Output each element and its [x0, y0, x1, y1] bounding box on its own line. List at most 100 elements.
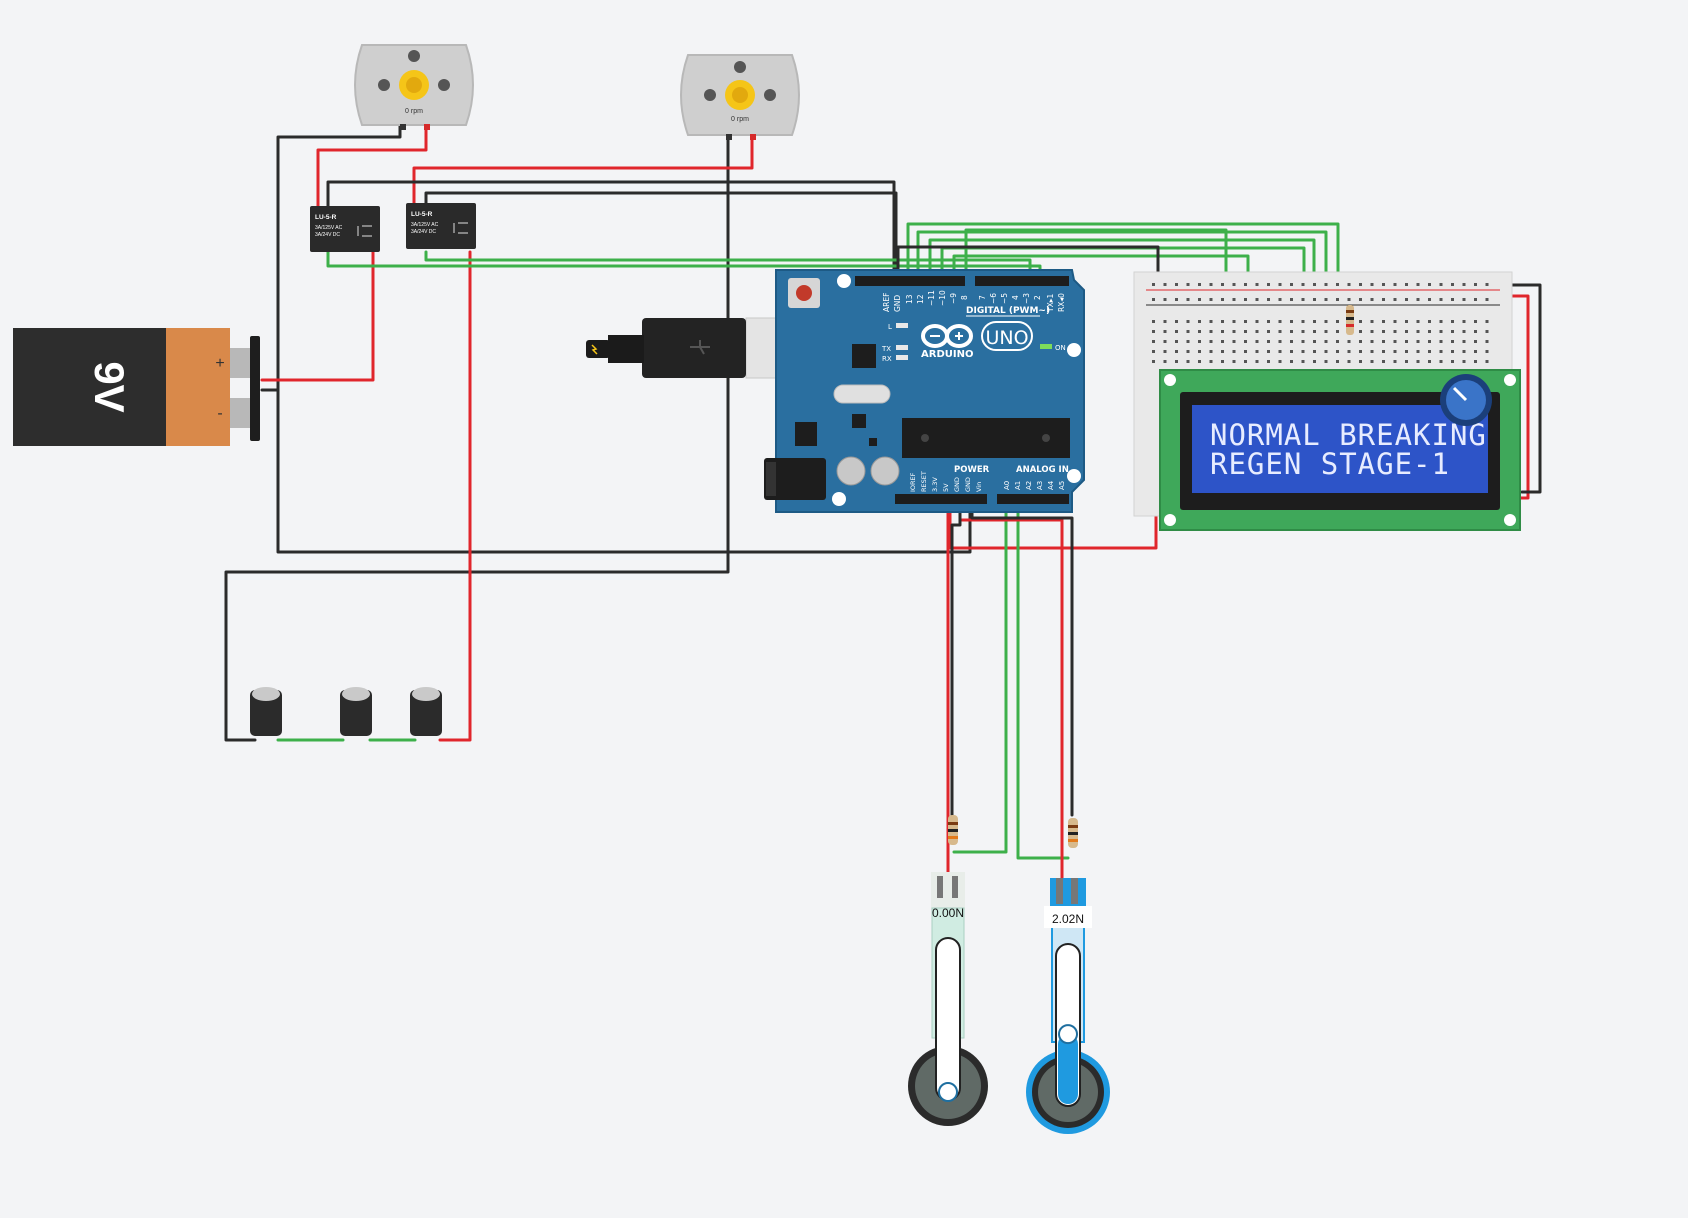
capacitor-2[interactable] [340, 687, 372, 736]
battery-9v[interactable]: 9V + - [13, 328, 260, 446]
breadboard-hole [1313, 283, 1316, 286]
wire-bb-right-black[interactable] [1488, 283, 1542, 494]
breadboard-hole [1336, 360, 1339, 363]
pin-label: ~11 [927, 290, 936, 306]
breadboard-hole [1428, 298, 1431, 301]
breadboard-hole [1485, 330, 1489, 333]
force-reading: 2.02N [1052, 912, 1084, 926]
uno-badge [981, 321, 1033, 351]
wire-relay1-gnd[interactable] [326, 180, 896, 282]
breadboard-hole [1255, 340, 1259, 343]
breadboard-hole [1370, 330, 1374, 333]
lcd-screen [1192, 405, 1488, 493]
capacitor-3[interactable] [410, 687, 442, 736]
motor-2[interactable]: 0 rpm [680, 54, 800, 140]
battery-label: 9V [86, 361, 133, 412]
pin-label: RESET [920, 471, 928, 492]
breadboard-hole [1244, 283, 1247, 286]
breadboard-hole [1462, 360, 1466, 363]
pin-label: 7 [978, 295, 987, 300]
pin-label: GND [953, 477, 961, 492]
breadboard-hole [1301, 350, 1305, 353]
breadboard-hole [1175, 330, 1178, 333]
wire-a1-sensor2[interactable] [1016, 498, 1070, 860]
breadboard-hole [1301, 283, 1305, 286]
breadboard-hole [1175, 340, 1178, 343]
led-on [1040, 344, 1052, 349]
pin-label: 13 [905, 294, 914, 304]
reset-button[interactable] [788, 278, 820, 308]
power-jack[interactable] [764, 458, 826, 500]
arduino-infinity-icon [921, 324, 973, 348]
force-sensor-2[interactable]: 2.02N [1026, 878, 1110, 1134]
breadboard-hole [1359, 350, 1362, 353]
breadboard-hole [1186, 340, 1190, 343]
wire-relay1-battery[interactable] [260, 250, 375, 382]
relay-2[interactable]: LU-5-R 3A/125V AC 3A/24V DC [406, 203, 476, 249]
breadboard-hole [1382, 298, 1385, 301]
breadboard-hole [1278, 350, 1282, 353]
force-reading: 0.00N [932, 906, 964, 920]
pin-label: 4 [1011, 295, 1020, 300]
breadboard-hole [1485, 350, 1489, 353]
force-slider-handle[interactable] [938, 1082, 958, 1102]
breadboard-hole [1428, 340, 1431, 343]
pin-label: GND [964, 477, 972, 492]
force-sensor-1[interactable]: 0.00N [908, 872, 988, 1126]
breadboard-hole [1313, 330, 1316, 333]
breadboard-hole [1152, 330, 1155, 333]
breadboard-hole [1474, 360, 1477, 363]
resistor-lcd[interactable] [1346, 305, 1354, 335]
breadboard-hole [1428, 320, 1431, 323]
breadboard-hole [1462, 283, 1466, 286]
breadboard-hole [1267, 330, 1270, 333]
breadboard-hole [1359, 340, 1362, 343]
capacitor-1[interactable] [250, 687, 282, 736]
wire-relay2-capacitor[interactable] [438, 250, 472, 742]
breadboard-hole [1175, 298, 1178, 301]
wire-motor2-red[interactable] [412, 135, 754, 208]
wire-motor1-red[interactable] [316, 123, 428, 212]
wire-5v-sensor2[interactable] [960, 518, 1064, 882]
pin-label: 12 [916, 294, 925, 304]
breadboard-hole [1152, 340, 1155, 343]
breadboard-hole [1393, 360, 1397, 363]
wire-motor1-black[interactable] [260, 123, 402, 392]
relay-rating-ac: 3A/125V AC [315, 225, 343, 231]
relay-rating-dc: 3A/24V DC [315, 232, 340, 238]
breadboard-hole [1416, 340, 1420, 343]
wire-bb-5v[interactable] [948, 498, 1158, 550]
wire-motor2-black[interactable] [224, 135, 730, 742]
breadboard-hole [1393, 320, 1397, 323]
breadboard-hole [1393, 298, 1397, 301]
breadboard-hole [1198, 283, 1201, 286]
wire-a0-sensor1[interactable] [952, 498, 1008, 854]
breadboard-hole [1382, 320, 1385, 323]
breadboard-hole [1198, 330, 1201, 333]
breadboard-hole [1370, 298, 1374, 301]
breadboard-hole [1439, 298, 1443, 301]
relay-1[interactable]: LU-5-R 3A/125V AC 3A/24V DC [310, 206, 380, 252]
breadboard-hole [1474, 330, 1477, 333]
force-slider-handle[interactable] [1058, 1024, 1078, 1045]
wire-bb-gnd[interactable] [896, 245, 1160, 282]
wire-relay2-gnd[interactable] [424, 191, 898, 282]
breadboard-hole [1267, 320, 1270, 323]
breadboard-hole [1221, 360, 1224, 363]
breadboard-hole [1186, 330, 1190, 333]
breadboard-hole [1221, 320, 1224, 323]
resistor-sensor-1[interactable] [948, 815, 958, 845]
motor-1[interactable]: 0 rpm [354, 44, 474, 130]
potentiometer-knob[interactable] [1440, 374, 1492, 426]
lcd-16x2[interactable]: NORMAL BREAKING REGEN STAGE-1 [1159, 369, 1521, 531]
breadboard-hole [1209, 330, 1213, 333]
pin-label: A5 [1058, 481, 1066, 490]
breadboard-hole [1198, 298, 1201, 301]
breadboard-hole [1462, 340, 1466, 343]
resistor-sensor-2[interactable] [1068, 818, 1078, 848]
breadboard-hole [1382, 360, 1385, 363]
breadboard-hole [1347, 340, 1351, 343]
pin-label: Vin [975, 482, 983, 492]
pin-label: A1 [1014, 481, 1022, 490]
arduino-uno[interactable]: AREF GND 13 12 ~11 ~10 ~9 8 7 ~6 ~5 4 ~3… [764, 269, 1085, 513]
